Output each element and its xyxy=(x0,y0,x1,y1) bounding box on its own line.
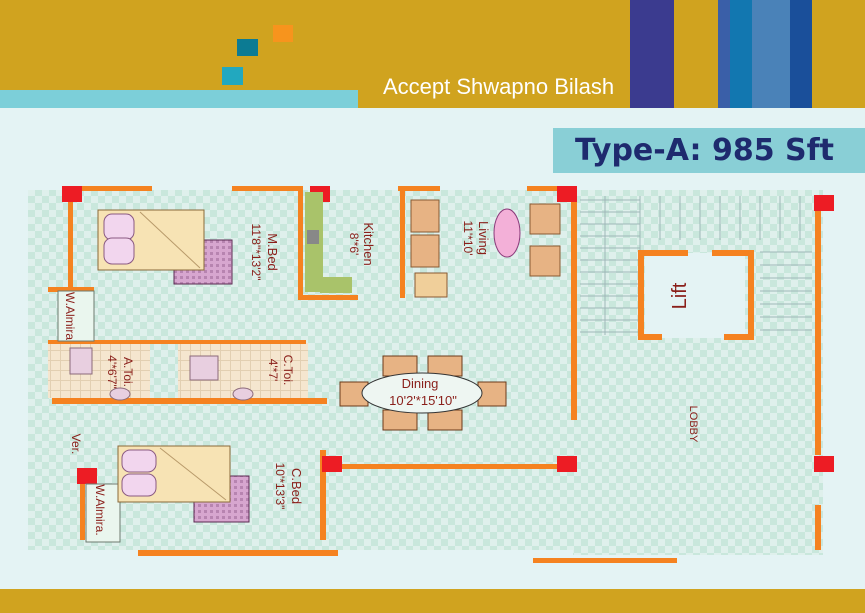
header-strip xyxy=(0,90,358,108)
label-master-bed-size: 11'8"*13'2" xyxy=(249,224,263,281)
decor-square-cyan xyxy=(222,67,243,85)
label-kitchen: Kitchen xyxy=(361,222,376,265)
decor-bar-3 xyxy=(730,0,752,108)
label-dining: Dining xyxy=(402,376,439,391)
label-lift: Lift xyxy=(669,282,691,309)
toilet-fixtures xyxy=(69,347,254,401)
label-attached-toilet-size: 4'*6'7" xyxy=(105,355,119,389)
tagline: Accept Shwapno Bilash xyxy=(383,74,615,99)
floor-lobby xyxy=(573,190,823,555)
lift-shaft xyxy=(645,253,745,338)
footer-band xyxy=(0,589,865,613)
decor-bar-6 xyxy=(812,0,865,108)
child-bed-furniture xyxy=(117,445,250,523)
decor-bar-gap xyxy=(674,0,718,108)
label-child-bed: C.Bed xyxy=(289,468,304,504)
label-living: Living xyxy=(476,221,491,255)
almira-box xyxy=(57,290,95,342)
label-dining-size: 10'2'*15'10" xyxy=(389,393,457,408)
label-kitchen-size: 8'*6' xyxy=(347,233,361,256)
stairs xyxy=(580,196,812,335)
label-master-bed: M.Bed xyxy=(265,233,280,271)
label-almira-1: W.Almira xyxy=(63,292,77,340)
label-common-toilet: C.Toi. xyxy=(281,355,295,386)
plan-title: Type-A: 985 Sft xyxy=(575,133,835,168)
decor-square-teal xyxy=(237,39,258,56)
walls xyxy=(48,186,821,563)
kitchen-counter xyxy=(305,192,352,293)
decor-bar-5 xyxy=(790,0,812,108)
title-box xyxy=(553,128,865,173)
label-common-toilet-size: 4'*7' xyxy=(266,359,280,382)
label-verandah: Ver. xyxy=(69,434,83,455)
decor-bar-1 xyxy=(630,0,674,108)
dining-furniture xyxy=(339,355,507,431)
label-lobby: LOBBY xyxy=(687,406,699,443)
living-furniture xyxy=(410,199,561,298)
decor-bar-4 xyxy=(752,0,790,108)
label-child-bed-size: 10'*13'3" xyxy=(273,463,287,510)
decor-bar-2 xyxy=(718,0,730,108)
label-almira-2: W.Almira. xyxy=(93,484,107,535)
label-living-size: 11'*10' xyxy=(461,220,475,255)
label-attached-toilet: A.Toi. xyxy=(121,357,135,387)
master-bed-furniture xyxy=(97,209,233,285)
decor-square-orange xyxy=(273,25,293,42)
almira-box-2 xyxy=(85,483,121,543)
attached-toilet-floor xyxy=(48,343,150,398)
